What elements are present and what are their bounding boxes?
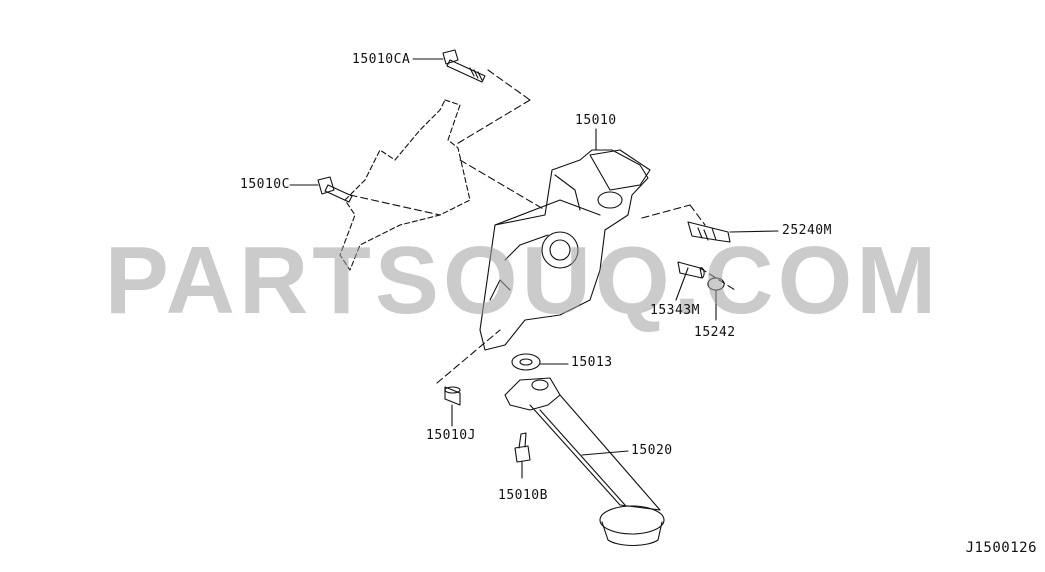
o-ring-15013 [511, 353, 541, 371]
bolt-15010c [317, 176, 353, 203]
callout-15242[interactable]: 15242 [694, 325, 736, 340]
diagram-reference: J1500126 [965, 540, 1037, 556]
callout-15010[interactable]: 15010 [575, 113, 617, 128]
callout-15013[interactable]: 15013 [571, 355, 613, 370]
label-leader-lines [289, 58, 779, 456]
bolt-15010ca [442, 49, 486, 83]
dowel-15010j [444, 386, 461, 406]
bolt-15010b [514, 432, 531, 479]
callout-15343m[interactable]: 15343M [650, 303, 700, 318]
callout-15020[interactable]: 15020 [631, 443, 673, 458]
callout-15010ca[interactable]: 15010CA [352, 52, 411, 67]
oil-strainer [504, 377, 665, 547]
oil-pump-body [479, 149, 651, 351]
callout-15010c[interactable]: 15010C [240, 177, 290, 192]
plug-15343m [677, 261, 705, 279]
clip-15242 [707, 277, 725, 291]
callout-25240m[interactable]: 25240M [782, 223, 832, 238]
callout-15010j[interactable]: 15010J [426, 428, 476, 443]
oil-pressure-switch [687, 221, 731, 243]
leader-lines [349, 69, 736, 384]
callout-15010b[interactable]: 15010B [498, 488, 548, 503]
gasket-outline [339, 99, 471, 271]
